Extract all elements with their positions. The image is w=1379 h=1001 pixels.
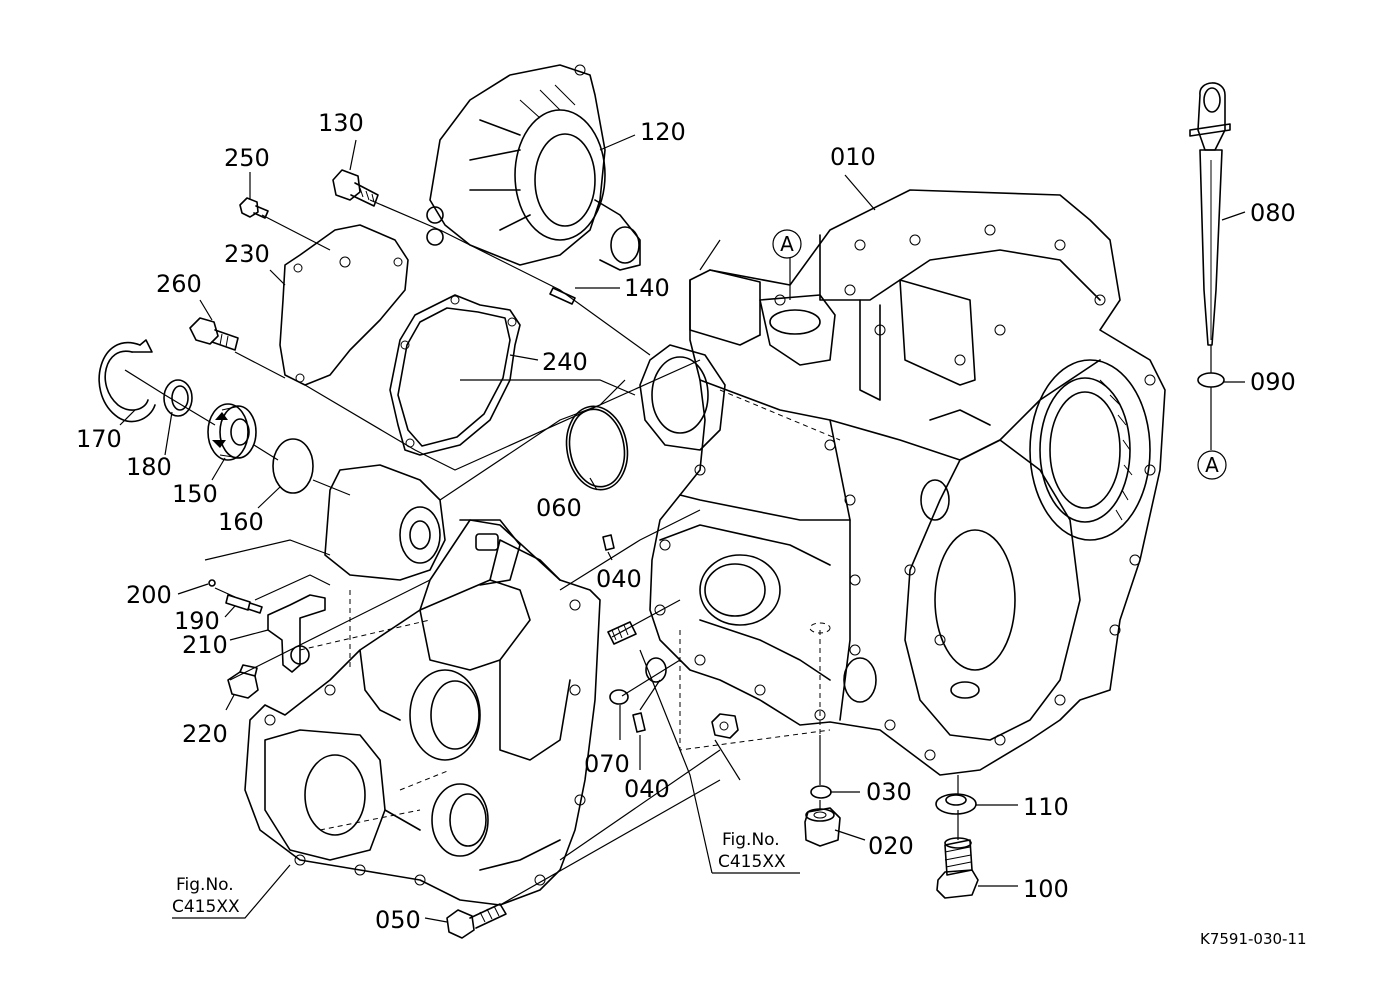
pin-190 (225, 594, 263, 614)
label-170: 170 (76, 425, 122, 453)
washer-110 (935, 793, 977, 815)
label-150: 150 (172, 480, 218, 508)
svg-text:Fig.No.: Fig.No. (176, 875, 234, 895)
label-140: 140 (624, 274, 670, 302)
part-number-labels: 120 130 250 230 260 240 140 010 080 090 … (76, 109, 1296, 934)
label-190: 190 (174, 607, 220, 635)
label-250: 250 (224, 144, 270, 172)
label-260: 260 (156, 270, 202, 298)
svg-text:C415XX: C415XX (172, 897, 240, 917)
svg-text:A: A (780, 232, 794, 256)
bolt-130 (332, 169, 379, 207)
label-130: 130 (318, 109, 364, 137)
label-080: 080 (1250, 199, 1296, 227)
o-ring-030 (810, 785, 832, 799)
port-flange (639, 344, 726, 451)
bolt-050 (446, 903, 507, 939)
dipstick-080 (1189, 82, 1231, 346)
plug-220 (227, 664, 259, 699)
label-200: 200 (126, 581, 172, 609)
label-020: 020 (868, 832, 914, 860)
cover-120 (426, 64, 641, 271)
marker-a-top: A (772, 229, 802, 259)
label-100: 100 (1023, 875, 1069, 903)
gasket-240 (389, 294, 521, 456)
drawing-code: K7591-030-11 (1200, 930, 1307, 948)
o-ring-090 (1197, 372, 1225, 388)
label-240: 240 (542, 348, 588, 376)
label-180: 180 (126, 453, 172, 481)
label-040-upper: 040 (596, 565, 642, 593)
dowel-040-lower (632, 712, 646, 733)
ball-200 (208, 579, 216, 587)
svg-text:A: A (1205, 453, 1219, 477)
pin-040-upper (602, 534, 615, 551)
svg-text:Fig.No.: Fig.No. (722, 830, 780, 850)
front-housing (244, 464, 601, 906)
transmission-case-010 (649, 189, 1166, 776)
snap-ring-170 (98, 339, 156, 423)
bearing-150 (207, 403, 257, 461)
label-030: 030 (866, 778, 912, 806)
pin-140 (549, 287, 576, 305)
hex-nut (711, 713, 739, 739)
label-220: 220 (182, 720, 228, 748)
o-ring-070 (609, 689, 629, 705)
ring-180 (163, 379, 193, 417)
label-230: 230 (224, 240, 270, 268)
label-160: 160 (218, 508, 264, 536)
label-040-lower: 040 (624, 775, 670, 803)
stud (607, 621, 637, 645)
marker-a-right: A (1197, 450, 1227, 480)
label-050: 050 (375, 906, 421, 934)
svg-text:C415XX: C415XX (718, 852, 786, 872)
label-090: 090 (1250, 368, 1296, 396)
o-ring-160 (272, 438, 314, 494)
label-leaders (119, 134, 1246, 923)
fig-reference-center: Fig.No. C415XX (718, 830, 786, 872)
label-120: 120 (640, 118, 686, 146)
explode-lines (124, 199, 1212, 906)
label-110: 110 (1023, 793, 1069, 821)
label-070: 070 (584, 750, 630, 778)
cover-plate-230 (279, 224, 409, 386)
bolt-250 (239, 197, 269, 219)
bracket-210 (267, 594, 326, 673)
plug-100 (936, 837, 979, 899)
case-bolt-holes (654, 224, 1156, 761)
label-060: 060 (536, 494, 582, 522)
seal (645, 657, 667, 683)
label-210: 210 (182, 631, 228, 659)
fig-reference-left: Fig.No. C415XX (172, 875, 240, 917)
bolt-260 (189, 317, 239, 351)
label-010: 010 (830, 143, 876, 171)
plug-020 (804, 807, 841, 847)
